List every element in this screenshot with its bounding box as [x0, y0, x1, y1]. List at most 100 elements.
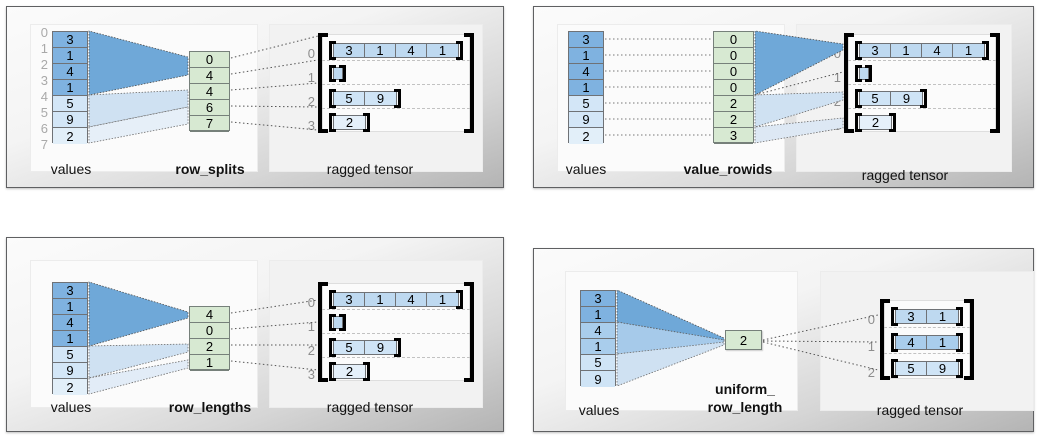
ragged-row-index: 0: [307, 295, 315, 310]
value-cell: 1: [569, 80, 603, 96]
values-tick: 6: [40, 121, 48, 136]
ragged-row-empty: [859, 67, 869, 80]
ragged-row: 2: [333, 364, 366, 379]
ragged-close-bracket: [990, 33, 1000, 133]
ragged-row-index: 1: [867, 339, 875, 354]
ragged-row: 3 1 4 1: [333, 292, 459, 307]
ragged-row-index: 2: [867, 365, 875, 380]
ragged-cell: 3: [896, 309, 927, 324]
ragged-row-separator: [884, 327, 970, 328]
value-cell: 9: [53, 112, 87, 128]
encoding-caption-row-lengths: row_lengths: [168, 399, 252, 415]
encoding-caption-value-rowids: value_rowids: [683, 161, 773, 177]
row-open-bracket: [329, 362, 337, 381]
row-open-bracket: [891, 359, 899, 378]
ragged-row-separator: [322, 357, 470, 358]
row-close-bracket: [338, 314, 346, 331]
ragged-close-bracket: [464, 282, 474, 382]
values-tick: 0: [40, 25, 48, 40]
row-close-bracket: [338, 65, 346, 82]
row-close-bracket: [393, 89, 401, 108]
ragged-open-bracket: [318, 282, 328, 382]
value-cell: 2: [53, 379, 87, 395]
partition-cell: 4: [190, 307, 229, 323]
ragged-row-index: 1: [307, 319, 315, 334]
values-caption: values: [565, 161, 607, 177]
ragged-row-empty: [333, 316, 343, 329]
value-cell: 1: [569, 48, 603, 64]
ragged-cell: 1: [891, 43, 922, 58]
ragged-cell: 5: [896, 361, 927, 376]
partition-cell: 0: [714, 64, 753, 80]
ragged-row: 5 9: [859, 91, 923, 106]
partition-cell: 0: [714, 48, 753, 64]
ragged-row-index: 3: [307, 367, 315, 382]
ragged-row-index: 3: [307, 118, 315, 133]
row-open-bracket: [329, 314, 337, 331]
row-close-bracket: [919, 89, 927, 108]
values-tick: 1: [40, 41, 48, 56]
row-open-bracket: [329, 290, 337, 309]
value-cell: 1: [53, 48, 87, 64]
ragged-cell: 2: [871, 115, 880, 130]
row-close-bracket: [888, 113, 896, 132]
ragged-row-separator: [322, 309, 470, 310]
value-cell: 4: [53, 64, 87, 80]
partition-cell: 0: [714, 32, 753, 48]
ragged-caption: ragged tensor: [326, 161, 414, 177]
value-cell: 1: [53, 331, 87, 347]
row-close-bracket: [455, 290, 463, 309]
row-close-bracket: [864, 65, 872, 82]
ragged-row-index: 2: [833, 94, 841, 109]
value-cell: 3: [53, 283, 87, 299]
ragged-row: 5 9: [895, 361, 959, 376]
value-cell: 1: [581, 339, 615, 355]
ragged-row-empty: [333, 67, 343, 80]
values-column-uniform-row-length: 3 1 4 1 5 9: [580, 290, 616, 387]
values-tick: 2: [40, 57, 48, 72]
ragged-cell: 5: [860, 91, 891, 106]
partition-cell: 4: [190, 84, 229, 100]
value-cell: 1: [53, 299, 87, 315]
partition-cell: 2: [714, 96, 753, 112]
ragged-row-separator: [322, 333, 470, 334]
ragged-cell: 3: [334, 292, 365, 307]
row-open-bracket: [891, 333, 899, 352]
ragged-row: 3 1: [895, 309, 959, 324]
partition-column-row-lengths: 4 0 2 1: [189, 306, 230, 371]
row-open-bracket: [329, 113, 337, 132]
ragged-cell: 9: [938, 361, 947, 376]
value-cell: 4: [569, 64, 603, 80]
values-caption: values: [578, 402, 620, 418]
row-open-bracket: [329, 41, 337, 60]
partition-cell: 0: [190, 323, 229, 339]
ragged-close-bracket: [964, 299, 974, 380]
ragged-cell: 4: [896, 335, 927, 350]
ragged-row: 4 1: [895, 335, 959, 350]
ragged-cell: 4: [396, 43, 427, 58]
ragged-row-separator: [322, 60, 470, 61]
ragged-cell: 3: [860, 43, 891, 58]
uniform-row-length-box: 2: [725, 330, 762, 350]
ragged-cell: 5: [334, 91, 365, 106]
row-open-bracket: [855, 41, 863, 60]
row-close-bracket: [362, 113, 370, 132]
ragged-row: 2: [333, 115, 366, 130]
ragged-row: 3 1 4 1: [859, 43, 985, 58]
ragged-cell: 1: [438, 292, 447, 307]
values-column-row-lengths: 3 1 4 1 5 9 2: [52, 282, 88, 395]
row-open-bracket: [329, 89, 337, 108]
ragged-cell: 4: [922, 43, 953, 58]
values-column-value-rowids: 3 1 4 1 5 9 2: [568, 31, 604, 144]
row-close-bracket: [362, 362, 370, 381]
value-cell: 9: [569, 112, 603, 128]
ragged-row: 5 9: [333, 340, 397, 355]
row-close-bracket: [955, 333, 963, 352]
value-cell: 3: [53, 32, 87, 48]
value-cell: 5: [581, 355, 615, 371]
ragged-row-separator: [322, 108, 470, 109]
ragged-caption: ragged tensor: [861, 167, 949, 183]
values-tick: 7: [40, 137, 48, 152]
value-cell: 3: [581, 291, 615, 307]
